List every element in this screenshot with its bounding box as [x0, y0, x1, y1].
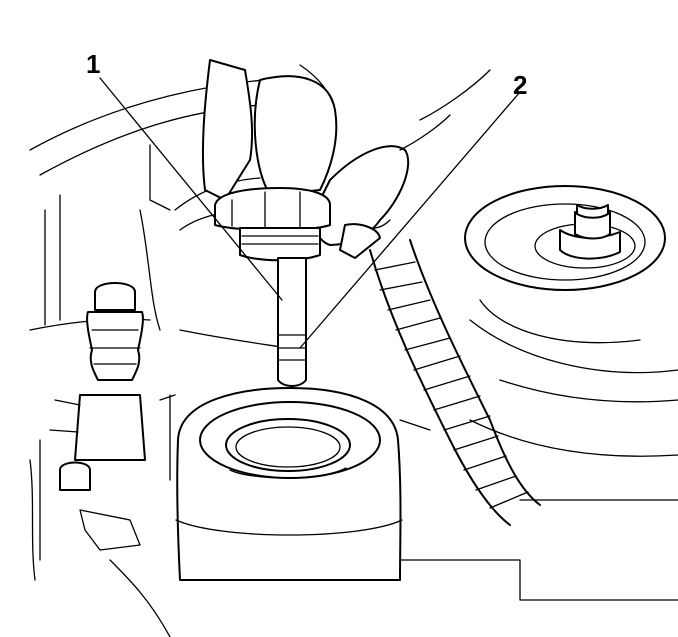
callout-label-1: 1 — [86, 49, 101, 79]
callout-label-2: 2 — [513, 70, 528, 100]
plug-well — [159, 387, 678, 601]
leader-line-1 — [99, 77, 283, 301]
left-connector-boot — [49, 282, 171, 637]
socket-tool — [214, 187, 381, 387]
leader-line-2 — [299, 91, 521, 349]
hands — [201, 59, 491, 246]
strut-tower — [464, 185, 678, 501]
callout-leaders — [99, 77, 521, 349]
corrugated-hose — [369, 239, 541, 526]
